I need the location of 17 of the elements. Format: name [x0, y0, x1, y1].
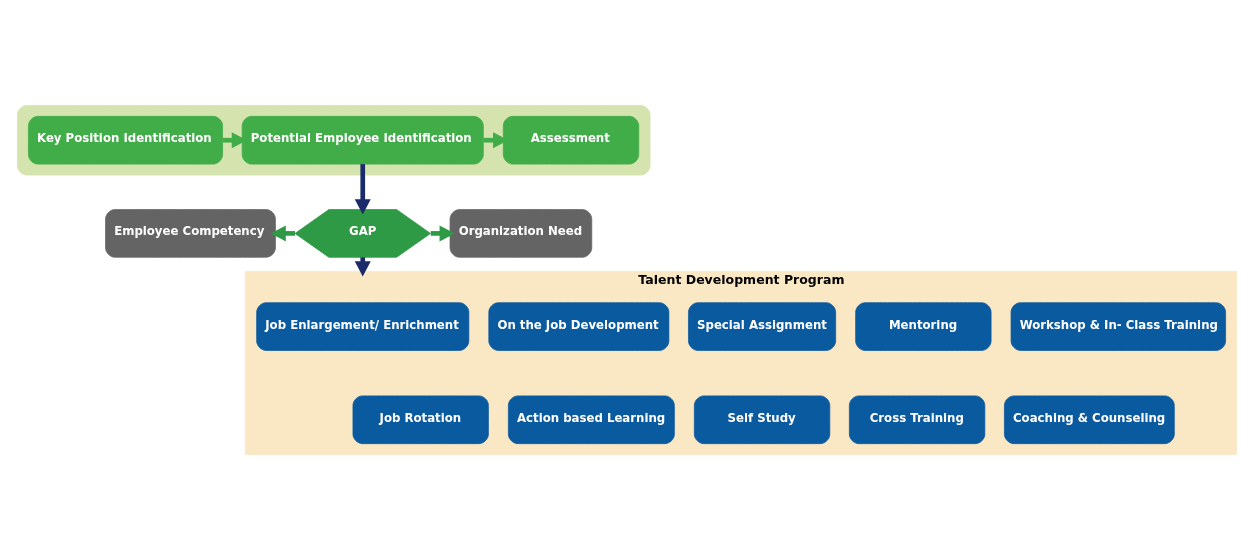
node-box: Workshop & In- Class Training: [1010, 301, 1226, 351]
node-box: Job Rotation: [352, 395, 489, 444]
cluster: [17, 104, 651, 175]
node-box: Organization Need: [449, 208, 593, 258]
node-box: On the Job Development: [488, 301, 670, 351]
node-box: Action based Learning: [508, 395, 675, 444]
node-box: Assessment: [502, 115, 640, 164]
node-box: Cross Training: [849, 395, 986, 444]
arrow: [354, 163, 371, 215]
node-box: Special Assignment: [688, 301, 837, 351]
node-box: Key Position Identification: [28, 115, 223, 164]
node-box: Job Enlargement/ Enrichment: [256, 301, 470, 351]
node-box: Employee Competency: [105, 208, 276, 258]
node-box: Self Study: [693, 395, 831, 444]
node-box: Coaching & Counseling: [1004, 395, 1175, 444]
node-box: Mentoring: [855, 301, 992, 351]
node-box: Potential Employee Identification: [241, 115, 484, 164]
